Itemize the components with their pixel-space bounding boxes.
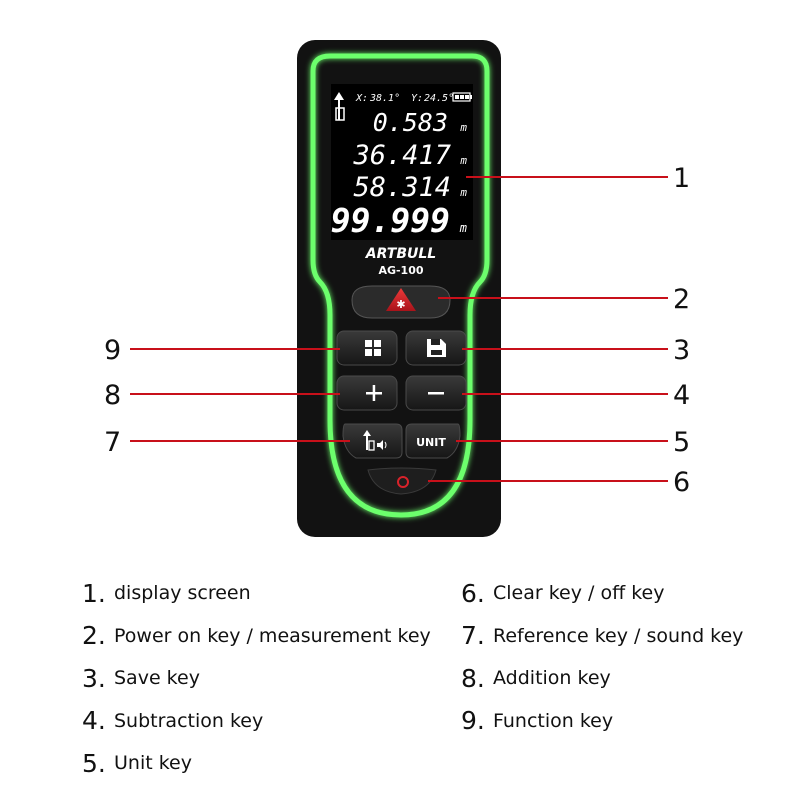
reading-1-value: 0.583: [373, 108, 448, 137]
reference-indicator-icon: [334, 92, 345, 121]
legend-text: Addition key: [493, 667, 611, 690]
legend-number: 4.: [82, 706, 106, 736]
battery-icon: [452, 92, 472, 102]
reading-3-value: 58.314: [353, 172, 451, 203]
reference-sound-button[interactable]: [342, 423, 403, 459]
callout-number-6: 6: [673, 467, 690, 498]
display-screen: [331, 84, 473, 240]
grid-icon: [365, 340, 381, 356]
screen-y-label: Y:: [411, 93, 423, 104]
legend-item: 7. Reference key / sound key: [461, 615, 743, 658]
legend-text: Clear key / off key: [493, 582, 665, 605]
legend-right-column: 6. Clear key / off key 7. Reference key …: [461, 572, 743, 742]
legend-item: 5. Unit key: [82, 742, 431, 785]
legend-number: 1.: [82, 578, 106, 608]
legend-number: 9.: [461, 706, 485, 736]
legend-text: Unit key: [114, 752, 192, 775]
legend-number: 3.: [82, 663, 106, 693]
legend-item: 8. Addition key: [461, 657, 743, 700]
legend-text: Function key: [493, 709, 614, 732]
callout-number-8: 8: [104, 380, 121, 411]
callout-number-3: 3: [673, 335, 690, 366]
callout-number-7: 7: [104, 427, 121, 458]
callout-number-2: 2: [673, 284, 690, 315]
legend-number: 2.: [82, 621, 106, 651]
reading-1-unit: m: [459, 121, 467, 134]
power-measure-button[interactable]: ✱: [351, 285, 451, 319]
legend-text: Reference key / sound key: [493, 624, 744, 647]
reading-3-unit: m: [459, 186, 467, 199]
legend-item: 3. Save key: [82, 657, 431, 700]
legend-number: 7.: [461, 621, 485, 651]
device-diagram: X: 38.1° Y: 24.5° 0.583 m 36.417 m 58.31…: [104, 40, 690, 537]
addition-button[interactable]: [336, 375, 398, 411]
screen-header: X: 38.1° Y: 24.5°: [355, 93, 454, 104]
callout-number-1: 1: [673, 163, 690, 194]
legend-item: 1. display screen: [82, 572, 431, 615]
reading-4-unit: m: [459, 221, 467, 235]
legend-text: Power on key / measurement key: [114, 624, 431, 647]
unit-button-label: UNIT: [416, 436, 446, 449]
screen-y-value: 24.5°: [424, 93, 454, 104]
callout-number-4: 4: [673, 380, 690, 411]
callout-numbers: 1 2 3 4 5 6 7 8 9: [104, 163, 690, 498]
legend-left-column: 1. display screen 2. Power on key / meas…: [82, 572, 431, 785]
brand-name: ARTBULL: [365, 246, 436, 262]
clear-off-button[interactable]: [367, 467, 437, 495]
glow-outline: [310, 53, 490, 518]
screen-readings: 0.583 m 36.417 m 58.314 m 99.999 m: [331, 108, 468, 240]
callout-number-5: 5: [673, 427, 690, 458]
minus-icon: [428, 392, 444, 395]
legend-text: Subtraction key: [114, 709, 264, 732]
model-name: AG-100: [378, 264, 423, 277]
legend-item: 6. Clear key / off key: [461, 572, 743, 615]
legend-item: 2. Power on key / measurement key: [82, 615, 431, 658]
legend-text: display screen: [114, 582, 251, 605]
legend-text: Save key: [114, 667, 200, 690]
callout-number-9: 9: [104, 335, 121, 366]
reference-sound-icon: [363, 430, 387, 451]
plus-icon: [366, 385, 382, 401]
reading-4-value: 99.999: [331, 201, 450, 240]
function-button[interactable]: [336, 330, 398, 366]
screen-x-label: X:: [355, 93, 368, 104]
legend-item: 9. Function key: [461, 700, 743, 743]
screen-x-value: 38.1°: [369, 93, 400, 104]
legend-item: 4. Subtraction key: [82, 700, 431, 743]
power-icon: [397, 476, 409, 488]
legend-number: 6.: [461, 578, 485, 608]
callout-lines: [130, 176, 668, 482]
legend-number: 8.: [461, 663, 485, 693]
save-button[interactable]: [405, 330, 467, 366]
laser-icon: ✱: [386, 288, 416, 311]
unit-button[interactable]: UNIT: [405, 423, 461, 459]
reading-2-unit: m: [459, 154, 467, 167]
svg-text:✱: ✱: [396, 298, 405, 311]
subtraction-button[interactable]: [405, 375, 467, 411]
floppy-disk-icon: [427, 339, 446, 357]
legend-number: 5.: [82, 748, 106, 778]
reading-2-value: 36.417: [352, 140, 451, 171]
